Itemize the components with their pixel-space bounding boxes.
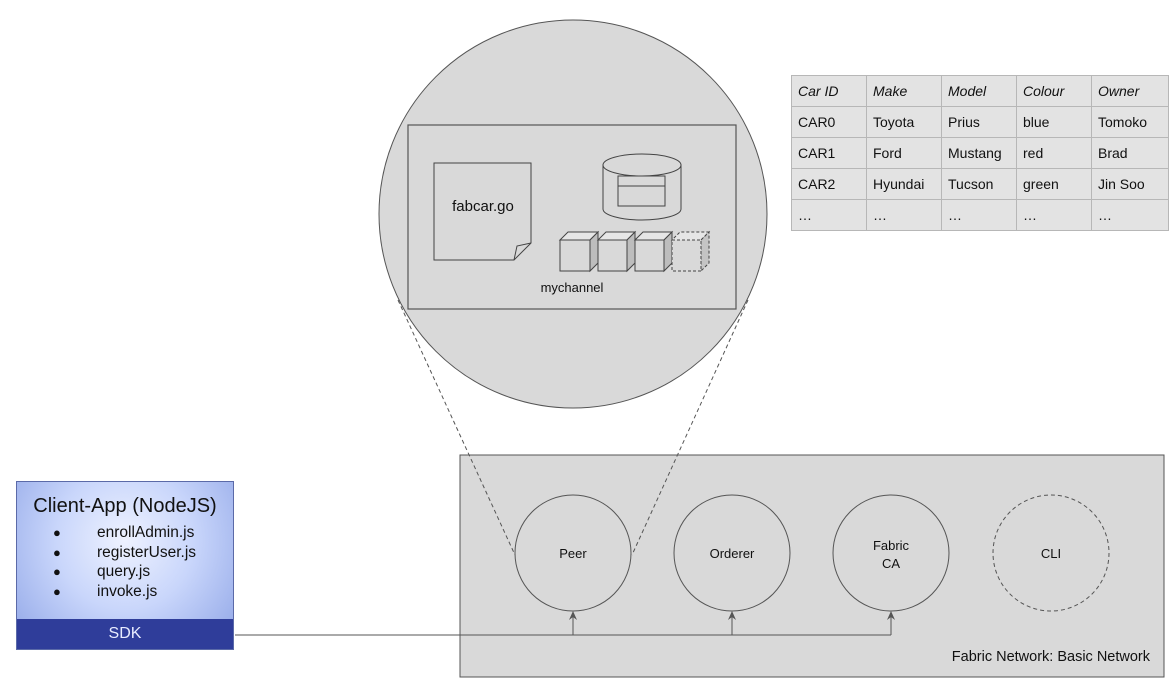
block-icon: [633, 230, 674, 273]
table-cell: Prius: [941, 106, 1017, 138]
list-item: ● invoke.js: [53, 582, 196, 602]
bullet-icon: ●: [53, 544, 61, 560]
fabric-ca-label-line2: CA: [882, 556, 900, 571]
fabric-ca-label-line1: Fabric: [873, 538, 910, 553]
client-app-title: Client-App (NodeJS): [33, 495, 217, 517]
client-file-list: ● enrollAdmin.js ● registerUser.js ● query.…: [53, 523, 196, 601]
table-header-row: Car ID Make Model Colour Owner: [791, 75, 1169, 107]
table-cell: Mustang: [941, 137, 1017, 169]
file-name: invoke.js: [97, 582, 158, 600]
peer-label: Peer: [559, 546, 587, 561]
list-item: ● query.js: [53, 562, 196, 582]
table-row: CAR0 Toyota Prius blue Tomoko: [791, 106, 1169, 138]
block-icon: [596, 230, 637, 273]
chaincode-filename: fabcar.go: [452, 198, 514, 215]
fabric-ca-node[interactable]: [832, 494, 950, 612]
table-cell: Toyota: [866, 106, 942, 138]
car-ledger-table-container: Car ID Make Model Colour Owner CAR0 Toyo…: [791, 75, 1169, 231]
file-name: query.js: [97, 563, 151, 580]
table-cell: Tucson: [941, 168, 1017, 200]
table-cell: CAR1: [791, 137, 867, 169]
bullet-icon: ●: [53, 525, 61, 540]
column-header: Make: [866, 75, 942, 107]
table-cell: Jin Soo: [1091, 168, 1169, 200]
column-header: Owner: [1091, 75, 1169, 107]
table-row: CAR1 Ford Mustang red Brad: [791, 137, 1169, 169]
channel-label: mychannel: [541, 280, 604, 295]
table-cell: green: [1016, 168, 1092, 200]
table-row: … … … … …: [791, 199, 1169, 231]
arrowhead-icon: [569, 611, 577, 620]
table-cell: Hyundai: [866, 168, 942, 200]
table-cell: red: [1016, 137, 1092, 169]
table-cell: CAR2: [791, 168, 867, 200]
chaincode-document-icon: [433, 162, 532, 261]
zoom-line-left: [397, 299, 516, 556]
zoom-line-right: [631, 299, 749, 556]
pending-block-icon: [670, 230, 711, 273]
column-header: Car ID: [791, 75, 867, 107]
world-state-database-icon: [602, 153, 682, 221]
table-cell: …: [941, 199, 1017, 231]
car-ledger-table: Car ID Make Model Colour Owner CAR0 Toyo…: [791, 75, 1169, 231]
file-name: registerUser.js: [97, 543, 197, 561]
table-cell: Ford: [866, 137, 942, 169]
blockchain-blocks-icon: [558, 230, 711, 273]
orderer-label: Orderer: [710, 546, 755, 561]
column-header: Model: [941, 75, 1017, 107]
table-cell: …: [1091, 199, 1169, 231]
list-item: ● registerUser.js: [53, 543, 196, 563]
network-label: Fabric Network: Basic Network: [952, 649, 1151, 665]
peer-node[interactable]: [514, 494, 632, 612]
table-cell: blue: [1016, 106, 1092, 138]
table-cell: …: [1016, 199, 1092, 231]
arrowhead-icon: [728, 611, 736, 620]
table-cell: Tomoko: [1091, 106, 1169, 138]
column-header: Colour: [1016, 75, 1092, 107]
client-app-box: Client-App (NodeJS) ● enrollAdmin.js ● reg…: [16, 481, 234, 650]
table-cell: Brad: [1091, 137, 1169, 169]
bullet-icon: ●: [53, 583, 61, 599]
bullet-icon: ●: [53, 564, 61, 579]
arrowhead-icon: [887, 611, 895, 620]
list-item: ● enrollAdmin.js: [53, 523, 196, 543]
sdk-bar: SDK: [17, 619, 233, 649]
file-name: enrollAdmin.js: [97, 524, 195, 541]
table-cell: …: [791, 199, 867, 231]
table-row: CAR2 Hyundai Tucson green Jin Soo: [791, 168, 1169, 200]
cli-label: CLI: [1041, 546, 1061, 561]
document-fold: [513, 242, 532, 261]
table-cell: …: [866, 199, 942, 231]
table-cell: CAR0: [791, 106, 867, 138]
cli-node[interactable]: [992, 494, 1110, 612]
block-icon: [558, 230, 600, 273]
orderer-node[interactable]: [673, 494, 791, 612]
